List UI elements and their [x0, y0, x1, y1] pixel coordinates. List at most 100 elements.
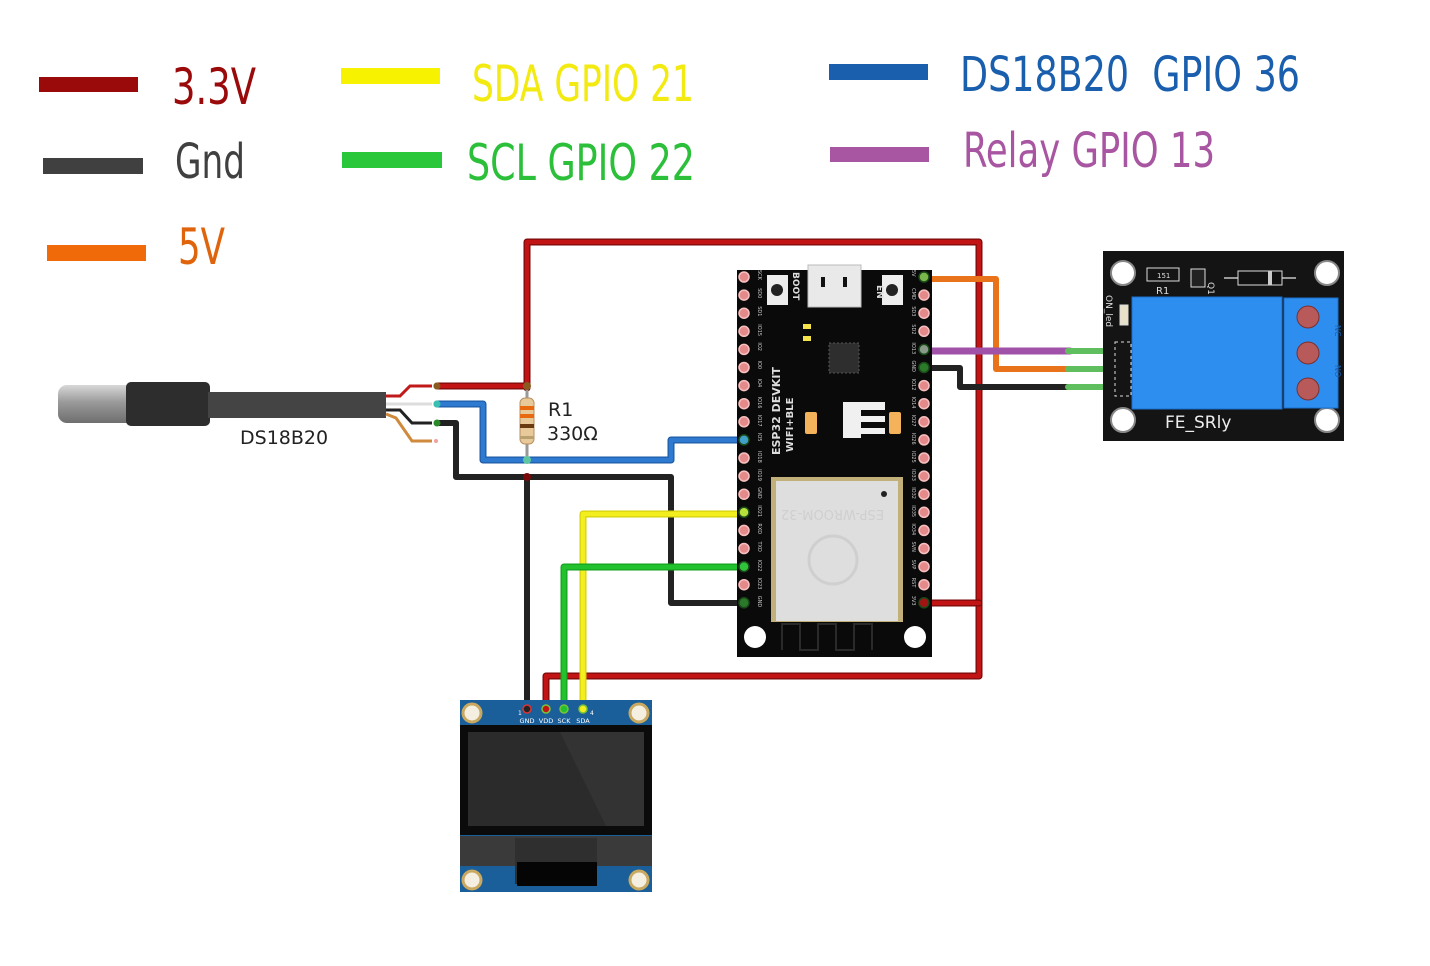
wire-data-inner	[434, 401, 747, 463]
terminal-label-nc: NC	[1333, 325, 1342, 337]
esp32-pin-svn[interactable]	[918, 542, 930, 555]
legend-swatch-scl	[342, 152, 442, 168]
esp32-pin-io2[interactable]	[738, 343, 750, 356]
relay-hole-tl	[1110, 260, 1136, 286]
esp32-pin-label-io13: IO13	[910, 342, 916, 354]
wire-scl	[560, 563, 748, 712]
esp32-pin-3v3[interactable]	[918, 597, 930, 609]
esp32-pin-label-io23: IO23	[756, 578, 762, 590]
esp32-pin-io21[interactable]	[738, 506, 750, 519]
oled-screen-shade	[560, 732, 644, 826]
esp32-title: ESP32 DEVKIT	[770, 367, 783, 455]
esp32-pin-sck[interactable]	[738, 271, 750, 283]
oled-hole-tr	[628, 702, 650, 724]
boot-button[interactable]	[767, 275, 788, 305]
esp32-pin-io0[interactable]	[738, 361, 750, 374]
oled-pin-sck[interactable]	[559, 704, 569, 714]
oled-pin-vdd[interactable]	[541, 704, 551, 714]
esp32-pin-io27[interactable]	[918, 416, 930, 428]
wroom-module	[776, 481, 898, 621]
esp32-pin-svp[interactable]	[918, 560, 930, 573]
esp32-pin-label-io5: IO5	[756, 433, 762, 442]
esp32-pin-rst[interactable]	[918, 578, 930, 591]
mount-hole-br	[904, 626, 926, 648]
esp32-pin-io12[interactable]	[918, 379, 930, 392]
espressif-logo	[807, 534, 859, 586]
junction-3v3-resistor	[523, 382, 531, 390]
terminal-label-no: NO	[1333, 365, 1342, 377]
relay-hole-br	[1314, 407, 1340, 433]
esp32-pin-io13[interactable]	[918, 343, 930, 356]
esp32-pin-gnd[interactable]	[738, 597, 750, 609]
capacitor-1	[805, 412, 817, 434]
esp32-pin-cmd[interactable]	[918, 289, 930, 301]
esp32-pin-io15[interactable]	[738, 325, 750, 338]
esp32-pin-label-io17: IO17	[756, 415, 762, 427]
esp32-pin-label-rxd: RXD	[756, 523, 762, 534]
esp32-pin-txd[interactable]	[738, 542, 750, 555]
esp32-pin-io33[interactable]	[918, 470, 930, 482]
legend-swatch-sda	[341, 68, 440, 84]
legend-item-5v: 5V	[47, 218, 225, 276]
esp32-pin-sd3[interactable]	[918, 307, 930, 319]
legend-label-sda: SDA GPIO 21	[472, 55, 694, 113]
led-2	[803, 336, 811, 341]
esp32-pin-label-io34: IO34	[910, 523, 916, 535]
esp32-pin-io25[interactable]	[918, 452, 930, 464]
esp32-pin-sd1[interactable]	[738, 307, 750, 319]
capacitor-2	[889, 412, 901, 434]
esp32-pin-rxd[interactable]	[738, 524, 750, 537]
wire-5v	[921, 276, 1115, 372]
legend-item-sda: SDA GPIO 21	[341, 55, 694, 113]
relay-label: FE_SRly	[1165, 413, 1231, 433]
resistor-band-4	[520, 436, 534, 439]
esp32-pin-io22[interactable]	[738, 560, 750, 573]
esp32-pin-5v[interactable]	[918, 271, 930, 283]
legend-item-3v3: 3.3V	[39, 58, 256, 116]
terminal-screw-1	[1296, 305, 1320, 329]
esp32-pin-io34[interactable]	[918, 524, 930, 537]
esp32-pin-io35[interactable]	[918, 506, 930, 519]
sensor-lead-end-nc	[434, 439, 438, 443]
resistor-r1[interactable]: R1 330Ω	[519, 397, 598, 445]
en-label: EN	[874, 285, 884, 299]
esp32-pin-io23[interactable]	[738, 578, 750, 591]
resistor-value: 330Ω	[547, 423, 598, 445]
oled-pin-gnd[interactable]	[522, 704, 532, 714]
esp32-pin-label-io19: IO19	[756, 469, 762, 481]
ds18b20-sensor[interactable]: DS18B20	[58, 382, 441, 449]
esp32-pin-io32[interactable]	[918, 488, 930, 500]
esp32-pin-io4[interactable]	[738, 379, 750, 392]
esp32-pin-sd0[interactable]	[738, 289, 750, 301]
wire-sda-inner	[580, 511, 747, 711]
legend-item-relay: Relay GPIO 13	[830, 123, 1215, 179]
esp32-pin-io5[interactable]	[738, 434, 750, 446]
relay-module[interactable]: 151 R1 Q1 ON_led NC NO FE_SRly	[1103, 251, 1344, 441]
legend-swatch-3v3	[39, 77, 138, 92]
sensor-cable	[208, 392, 386, 418]
esp32-pin-io17[interactable]	[738, 416, 750, 428]
oled-pin-sda[interactable]	[578, 704, 588, 714]
esp32-pin-gnd[interactable]	[918, 361, 930, 374]
esp32-pin-gnd[interactable]	[738, 488, 750, 500]
en-button[interactable]	[882, 275, 903, 305]
oled-pin4-label: 4	[590, 710, 594, 717]
usb-port	[807, 264, 862, 308]
esp32-pin-io18[interactable]	[738, 452, 750, 464]
sensor-lead-black	[386, 408, 432, 425]
esp32-pin-io26[interactable]	[918, 434, 930, 446]
esp32-pin-sd2[interactable]	[918, 325, 930, 338]
esp32-pin-label-svn: SVN	[910, 542, 916, 553]
relay-hole-bl	[1110, 407, 1136, 433]
sensor-lead-orange	[385, 412, 432, 443]
esp32-pin-label-io14: IO14	[910, 397, 916, 409]
esp32-pin-label-io26: IO26	[910, 433, 916, 445]
esp32-pin-label-sd2: SD2	[910, 324, 916, 334]
esp32-pin-io19[interactable]	[738, 470, 750, 482]
esp32-pin-io16[interactable]	[738, 397, 750, 410]
esp32-pin-label-3v3: 3V3	[910, 596, 916, 606]
esp32-devkit[interactable]: BOOT EN ESP32 DEVKIT WIFI+BLE ESP-WROOM-…	[737, 264, 932, 657]
esp32-pin-io14[interactable]	[918, 397, 930, 410]
